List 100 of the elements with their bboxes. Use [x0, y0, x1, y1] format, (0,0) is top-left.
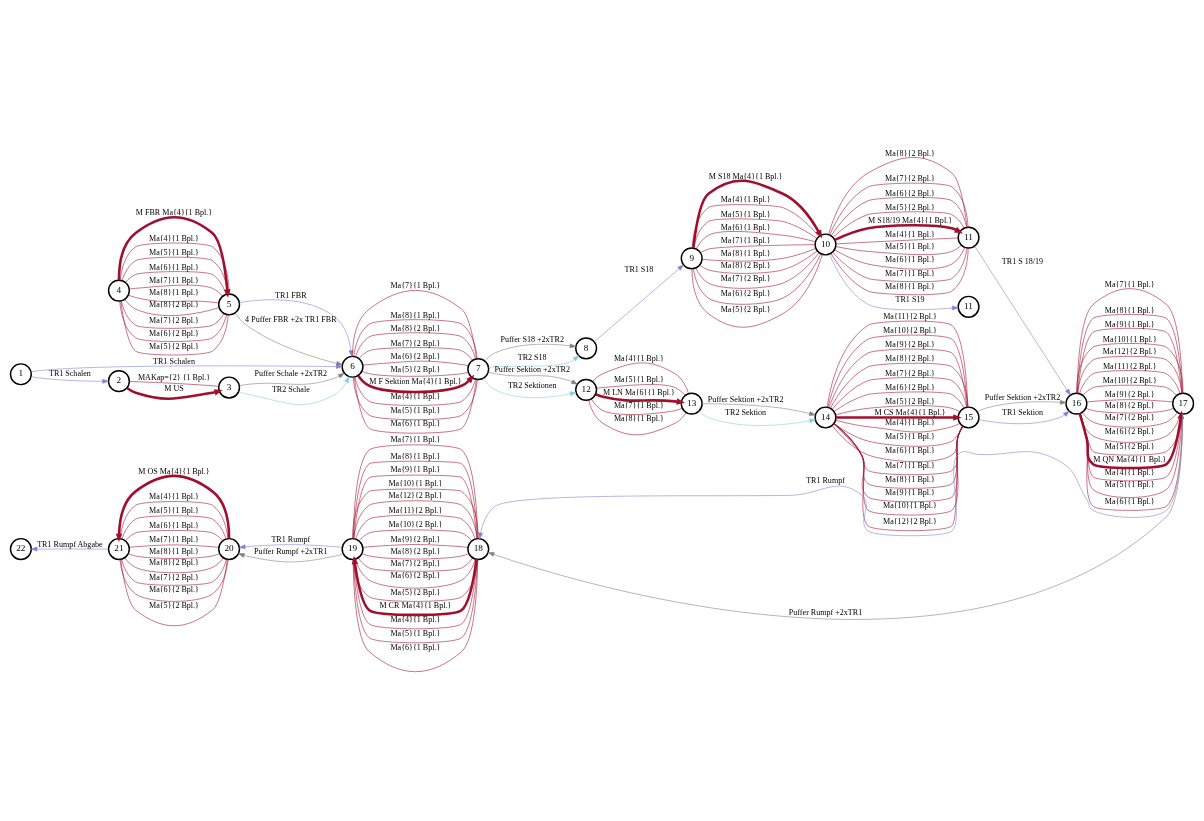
edge-label: Ma{9}{2 Bpl.}	[885, 340, 935, 350]
edge-label: Ma{5}{1 Bpl.}	[885, 242, 935, 252]
edge-label: Ma{12}{2 Bpl.}	[388, 491, 443, 501]
edge-label: TR2 Schale	[271, 384, 310, 394]
edge-label: Ma{8}{1 Bpl.}	[149, 288, 200, 298]
edge-label: Ma{7}{1 Bpl.}	[149, 276, 200, 286]
edge-label: Ma{8}{2 Bpl.}	[885, 148, 935, 158]
edge-label: Ma{5}{1 Bpl.}	[390, 406, 441, 416]
edge-label: M FBR Ma{4}{1 Bpl.}	[135, 208, 213, 218]
edge-label: Ma{4}{1 Bpl.}	[149, 491, 200, 501]
edge-label: Ma{5}{1 Bpl.}	[149, 506, 200, 516]
edge-label: M S18/19 Ma{4}{1 Bpl.}	[868, 216, 953, 226]
edge-label: Ma{6}{1 Bpl.}	[390, 642, 441, 652]
edge-label: Ma{6}{1 Bpl.}	[390, 419, 441, 429]
edge-label: M CR Ma{4}{1 Bpl.}	[379, 600, 452, 610]
edge-label: Ma{11}{2 Bpl.}	[883, 312, 937, 321]
edge-label: Ma{10}{1 Bpl.}	[1102, 334, 1157, 344]
edge-label: Ma{7}{2 Bpl.}	[390, 558, 441, 568]
edge-label: Ma{10}{2 Bpl.}	[388, 520, 443, 530]
edge-label: Ma{7}{2 Bpl.}	[149, 316, 200, 326]
edge-label: Ma{12}{2 Bpl.}	[883, 516, 938, 526]
edge-label: TR1 Schalen	[153, 356, 195, 366]
edge-label: Ma{5}{2 Bpl.}	[1104, 442, 1155, 452]
edge-label: Ma{7}{1 Bpl.}	[390, 281, 441, 291]
edge-label: M S18 Ma{4}{1 Bpl.}	[708, 171, 783, 181]
edge-label: M F Sektion Ma{4}{1 Bpl.}	[369, 376, 462, 386]
edge-label: Ma{7}{1 Bpl.}	[885, 269, 935, 279]
edge-label: Ma{4}{1 Bpl.}	[149, 234, 200, 244]
edge-label: Ma{9}{1 Bpl.}	[1104, 319, 1155, 329]
edge-label: Ma{5}{2 Bpl.}	[885, 396, 935, 406]
edge-label: Ma{6}{1 Bpl.}	[1104, 497, 1155, 507]
edge-label: Ma{8}{2 Bpl.}	[390, 546, 441, 556]
edge-label: Ma{8}{1 Bpl.}	[390, 310, 441, 320]
edge-label: M US	[164, 383, 184, 393]
edge-label: Ma{8}{1 Bpl.}	[613, 414, 664, 424]
edge-label: Puffer Rumpf +2xTR1	[788, 607, 863, 617]
edge-label: Ma{7}{2 Bpl.}	[885, 174, 935, 184]
edge-label: Ma{5}{2 Bpl.}	[149, 600, 200, 610]
edge-label: Ma{11}{2 Bpl.}	[388, 505, 443, 515]
edge-label: Puffer Schale +2xTR2	[254, 368, 328, 378]
edge-label: TR1 Sektion	[1001, 408, 1043, 418]
edge-label: Ma{7}{1 Bpl.}	[885, 461, 935, 471]
edge-label: TR1 S 18/19	[1001, 256, 1044, 266]
edge-label: Ma{10}{2 Bpl.}	[1102, 376, 1157, 386]
edge-label: Ma{4}{1 Bpl.}	[390, 392, 441, 402]
edge-label: TR2 S18	[517, 352, 547, 362]
edge-label: Ma{5}{1 Bpl.}	[720, 209, 771, 219]
edge-label: Ma{7}{2 Bpl.}	[1104, 412, 1155, 422]
edge-label: Ma{6}{1 Bpl.}	[720, 222, 771, 232]
edge-label: Ma{5}{2 Bpl.}	[390, 364, 441, 374]
edge-label: Ma{5}{1 Bpl.}	[613, 375, 664, 385]
edge-label: Puffer Sektion +2xTR2	[494, 364, 571, 374]
edge-label: Ma{8}{2 Bpl.}	[885, 354, 935, 364]
edge-label: TR1 FBR	[275, 290, 307, 300]
edge-label: Ma{5}{2 Bpl.}	[149, 342, 200, 351]
edge-label: Ma{7}{2 Bpl.}	[885, 368, 935, 378]
edge-label: Ma{8}{2 Bpl.}	[720, 260, 771, 270]
edge-label: TR1 Rumpf	[271, 535, 311, 545]
edge-label: TR1 S18	[624, 264, 654, 274]
edge-label: TR2 Sektion	[725, 408, 767, 418]
edge-label: Ma{6}{2 Bpl.}	[885, 188, 935, 198]
edge-label: Ma{4}{1 Bpl.}	[885, 229, 935, 239]
edge-label: Ma{8}{2 Bpl.}	[390, 324, 441, 334]
edge-label: TR2 Sektionen	[507, 380, 557, 390]
edge-label: Ma{10}{1 Bpl.}	[883, 501, 938, 511]
edge-label: TR1 Schalen	[48, 368, 91, 378]
edge-label: Ma{5}{1 Bpl.}	[149, 247, 200, 257]
edge-label: Ma{5}{1 Bpl.}	[1104, 480, 1155, 490]
edge-label: M OS Ma{4}{1 Bpl.}	[138, 466, 210, 476]
edge-label: Ma{9}{1 Bpl.}	[390, 465, 441, 475]
edge-label: Ma{4}{1 Bpl.}	[720, 195, 771, 205]
edge-label: Ma{7}{1 Bpl.}	[720, 236, 771, 246]
edge-label: Ma{6}{2 Bpl.}	[720, 288, 771, 298]
edge-label: Ma{8}{2 Bpl.}	[149, 558, 200, 568]
edge-label: Ma{10}{1 Bpl.}	[388, 479, 443, 489]
edge-label: Ma{10}{2 Bpl.}	[883, 326, 938, 336]
edge-label: Ma{4}{1 Bpl.}	[1104, 467, 1155, 477]
edge-label: Ma{6}{2 Bpl.}	[390, 570, 441, 580]
edge-label: MAKap={2} {1 Bpl.}	[137, 372, 211, 382]
edge-label: Ma{8}{1 Bpl.}	[149, 546, 200, 556]
edge-label: Ma{6}{2 Bpl.}	[390, 352, 441, 362]
edge-label: Ma{8}{1 Bpl.}	[885, 282, 935, 292]
edge-label: Ma{4}{1 Bpl.}	[885, 417, 935, 427]
edge-label: Ma{9}{2 Bpl.}	[390, 535, 441, 545]
edge-label: Puffer Sektion +2xTR2	[984, 392, 1061, 402]
edge-label: Ma{5}{1 Bpl.}	[390, 628, 441, 638]
edge-label: Ma{9}{1 Bpl.}	[885, 487, 935, 497]
edge-label: Ma{4}{1 Bpl.}	[613, 354, 664, 364]
edge-label: Ma{5}{1 Bpl.}	[885, 431, 935, 441]
edge-label: TR1 Rumpf	[806, 476, 845, 486]
edge-label: Puffer S18 +2xTR2	[500, 335, 564, 345]
edge-label: TR1 Rumpf Abgabe	[37, 539, 103, 549]
edge-label: Ma{6}{1 Bpl.}	[885, 254, 935, 264]
edge-label: Ma{6}{1 Bpl.}	[885, 445, 935, 455]
edge-label: Ma{12}{2 Bpl.}	[1102, 347, 1157, 357]
edge-label: Puffer Rumpf +2xTR1	[254, 546, 328, 556]
edge-label: Ma{7}{2 Bpl.}	[149, 572, 200, 582]
edge-label: Ma{6}{2 Bpl.}	[885, 382, 935, 392]
edge-label: Ma{11}{2 Bpl.}	[1102, 361, 1157, 371]
edge-label: Ma{7}{2 Bpl.}	[390, 338, 441, 348]
